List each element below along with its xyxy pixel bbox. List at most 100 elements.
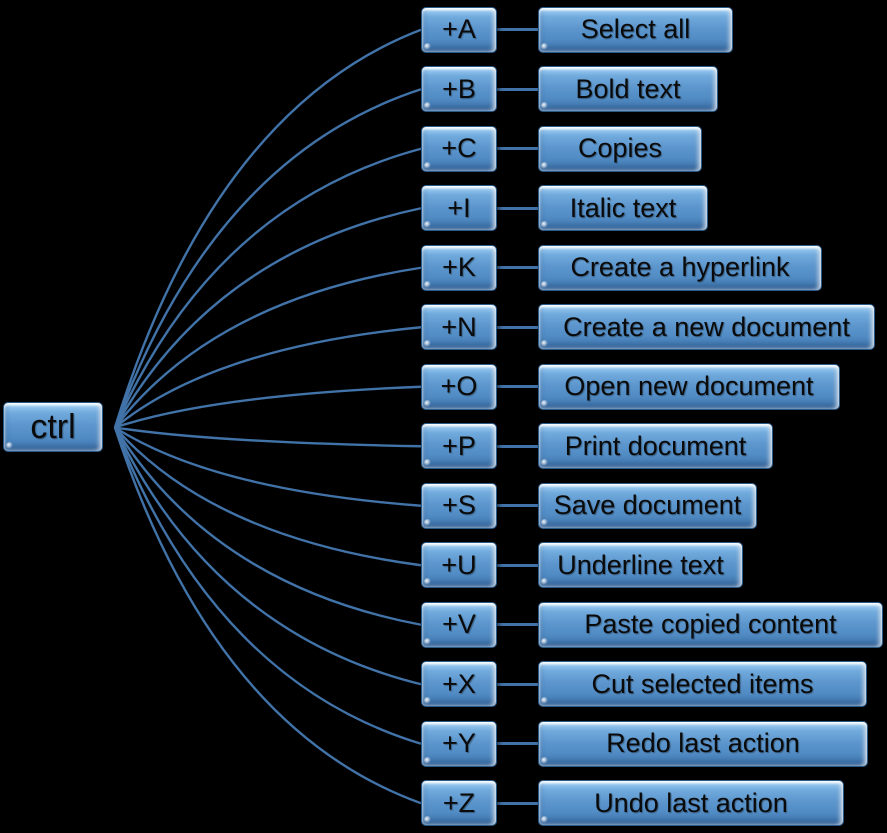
key-node: +N	[421, 304, 497, 351]
key-node: +O	[421, 363, 497, 410]
action-node: Bold text	[538, 66, 718, 113]
shortcut-row: +X Cut selected items	[0, 655, 887, 715]
key-node: +B	[421, 66, 497, 113]
key-label: +P	[442, 430, 476, 461]
action-node: Print document	[538, 423, 773, 470]
shortcut-row: +B Bold text	[0, 60, 887, 120]
action-node: Select all	[538, 6, 733, 53]
fan-line	[114, 426, 422, 448]
ctrl-key-label: ctrl	[30, 407, 76, 446]
action-node: Create a new document	[538, 304, 875, 351]
key-label: +K	[442, 252, 476, 283]
action-node: Paste copied content	[538, 601, 883, 648]
action-node: Italic text	[538, 185, 708, 232]
key-label: +Y	[442, 728, 476, 759]
row-connector-line	[497, 563, 538, 567]
row-connector-line	[497, 147, 538, 151]
action-label: Redo last action	[606, 728, 800, 759]
action-label: Undo last action	[594, 787, 788, 818]
key-node: +P	[421, 423, 497, 470]
action-label: Bold text	[575, 73, 681, 104]
key-label: +N	[441, 311, 477, 342]
fan-line	[113, 427, 422, 745]
fan-line	[114, 426, 422, 567]
key-node: +X	[421, 661, 497, 708]
key-label: +V	[442, 609, 476, 640]
action-label: Open new document	[564, 371, 814, 402]
action-label: Select all	[580, 14, 691, 45]
key-node: +U	[421, 542, 497, 589]
action-node: Redo last action	[538, 720, 868, 767]
action-label: Create a hyperlink	[570, 252, 790, 283]
row-connector-line	[497, 504, 538, 508]
row-connector-line	[497, 623, 538, 627]
shortcut-row: +A Select all	[0, 0, 887, 60]
shortcut-row: +Z Undo last action	[0, 774, 887, 833]
shortcut-row: +P Print document	[0, 417, 887, 477]
action-node: Cut selected items	[538, 661, 867, 708]
action-label: Save document	[553, 490, 742, 521]
fan-line	[114, 426, 422, 507]
shortcut-row: +I Italic text	[0, 179, 887, 239]
fan-line	[113, 426, 422, 686]
action-label: Print document	[564, 430, 747, 461]
action-label: Underline text	[557, 549, 724, 580]
row-connector-line	[497, 87, 538, 91]
action-node: Undo last action	[538, 780, 844, 827]
key-node: +I	[421, 185, 497, 232]
fan-line	[113, 207, 422, 429]
row-connector-line	[497, 801, 538, 805]
action-node: Open new document	[538, 363, 840, 410]
row-connector-line	[497, 682, 538, 686]
shortcut-row: +C Copies	[0, 119, 887, 179]
key-node: +V	[421, 601, 497, 648]
row-connector-line	[497, 325, 538, 329]
fan-line	[114, 385, 422, 429]
action-label: Italic text	[569, 192, 677, 223]
action-label: Cut selected items	[591, 668, 814, 699]
shortcut-row: +S Save document	[0, 476, 887, 536]
row-connector-line	[497, 206, 538, 210]
key-label: +A	[442, 14, 476, 45]
row-connector-line	[497, 266, 538, 270]
key-label: +Z	[442, 787, 476, 818]
fan-line	[113, 28, 422, 428]
action-node: Save document	[538, 482, 757, 529]
key-node: +K	[421, 244, 497, 291]
key-label: +U	[441, 549, 477, 580]
shortcut-row: +Y Redo last action	[0, 714, 887, 774]
shortcut-row: +N Create a new document	[0, 298, 887, 358]
key-node: +Y	[421, 720, 497, 767]
shortcut-row: +K Create a hyperlink	[0, 238, 887, 298]
key-label: +B	[442, 73, 476, 104]
key-node: +C	[421, 125, 497, 172]
action-label: Copies	[577, 133, 663, 164]
shortcut-row: +U Underline text	[0, 536, 887, 596]
fan-line	[114, 266, 422, 429]
key-label: +I	[447, 192, 471, 223]
row-connector-line	[497, 28, 538, 32]
action-node: Create a hyperlink	[538, 244, 822, 291]
action-label: Create a new document	[563, 311, 850, 342]
key-node: +A	[421, 6, 497, 53]
fan-line	[114, 326, 422, 429]
action-label: Paste copied content	[584, 609, 837, 640]
fan-line	[113, 88, 422, 428]
key-label: +C	[441, 133, 477, 164]
key-label: +X	[442, 668, 476, 699]
ctrl-key-node: ctrl	[3, 402, 103, 452]
fan-line	[113, 147, 422, 428]
row-connector-line	[497, 444, 538, 448]
row-connector-line	[497, 385, 538, 389]
key-node: +S	[421, 482, 497, 529]
fan-line	[113, 427, 422, 805]
shortcut-row: +V Paste copied content	[0, 595, 887, 655]
action-node: Copies	[538, 125, 702, 172]
shortcut-row: +O Open new document	[0, 357, 887, 417]
fan-line	[113, 426, 422, 626]
key-label: +O	[440, 371, 478, 402]
action-node: Underline text	[538, 542, 743, 589]
key-node: +Z	[421, 780, 497, 827]
